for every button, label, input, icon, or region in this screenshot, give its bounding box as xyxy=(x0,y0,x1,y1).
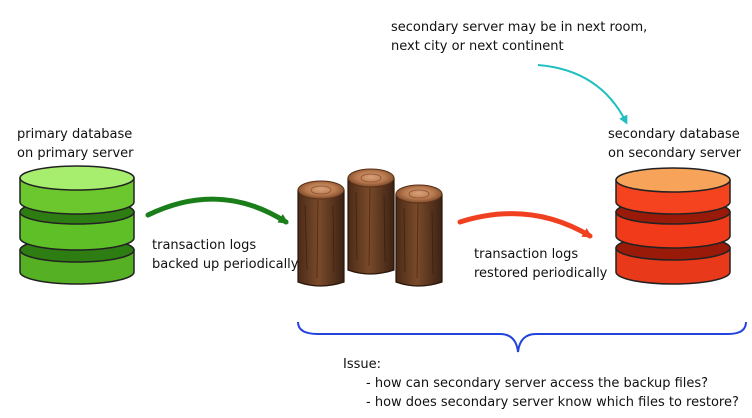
backup-label-line-1: transaction logs xyxy=(152,238,257,253)
secondary-label-line-2: on secondary server xyxy=(608,146,741,161)
issue-question-2: - how does secondary server know which f… xyxy=(366,395,739,410)
log-icon xyxy=(347,168,395,275)
note-line-1: secondary server may be in next room, xyxy=(391,20,648,35)
backup-arrow-icon xyxy=(145,196,289,225)
restore-arrow-icon xyxy=(457,211,593,239)
secondary-label-line-1: secondary database xyxy=(608,127,740,142)
issue-title: Issue: xyxy=(343,357,381,372)
log-icon xyxy=(297,180,345,287)
note-line-2: next city or next continent xyxy=(391,39,564,54)
primary-database-icon xyxy=(19,165,135,285)
issue-question-1: - how can secondary server access the ba… xyxy=(366,376,709,391)
secondary-database-icon xyxy=(615,167,731,285)
primary-label-line-1: primary database xyxy=(17,127,133,142)
primary-label-line-2: on primary server xyxy=(17,146,134,161)
restore-label-line-1: transaction logs xyxy=(474,247,579,262)
brace-icon xyxy=(297,321,747,353)
log-icon xyxy=(395,184,443,287)
note-arrow-icon xyxy=(537,64,628,125)
backup-label-line-2: backed up periodically xyxy=(152,257,299,272)
restore-label-line-2: restored periodically xyxy=(474,266,608,281)
